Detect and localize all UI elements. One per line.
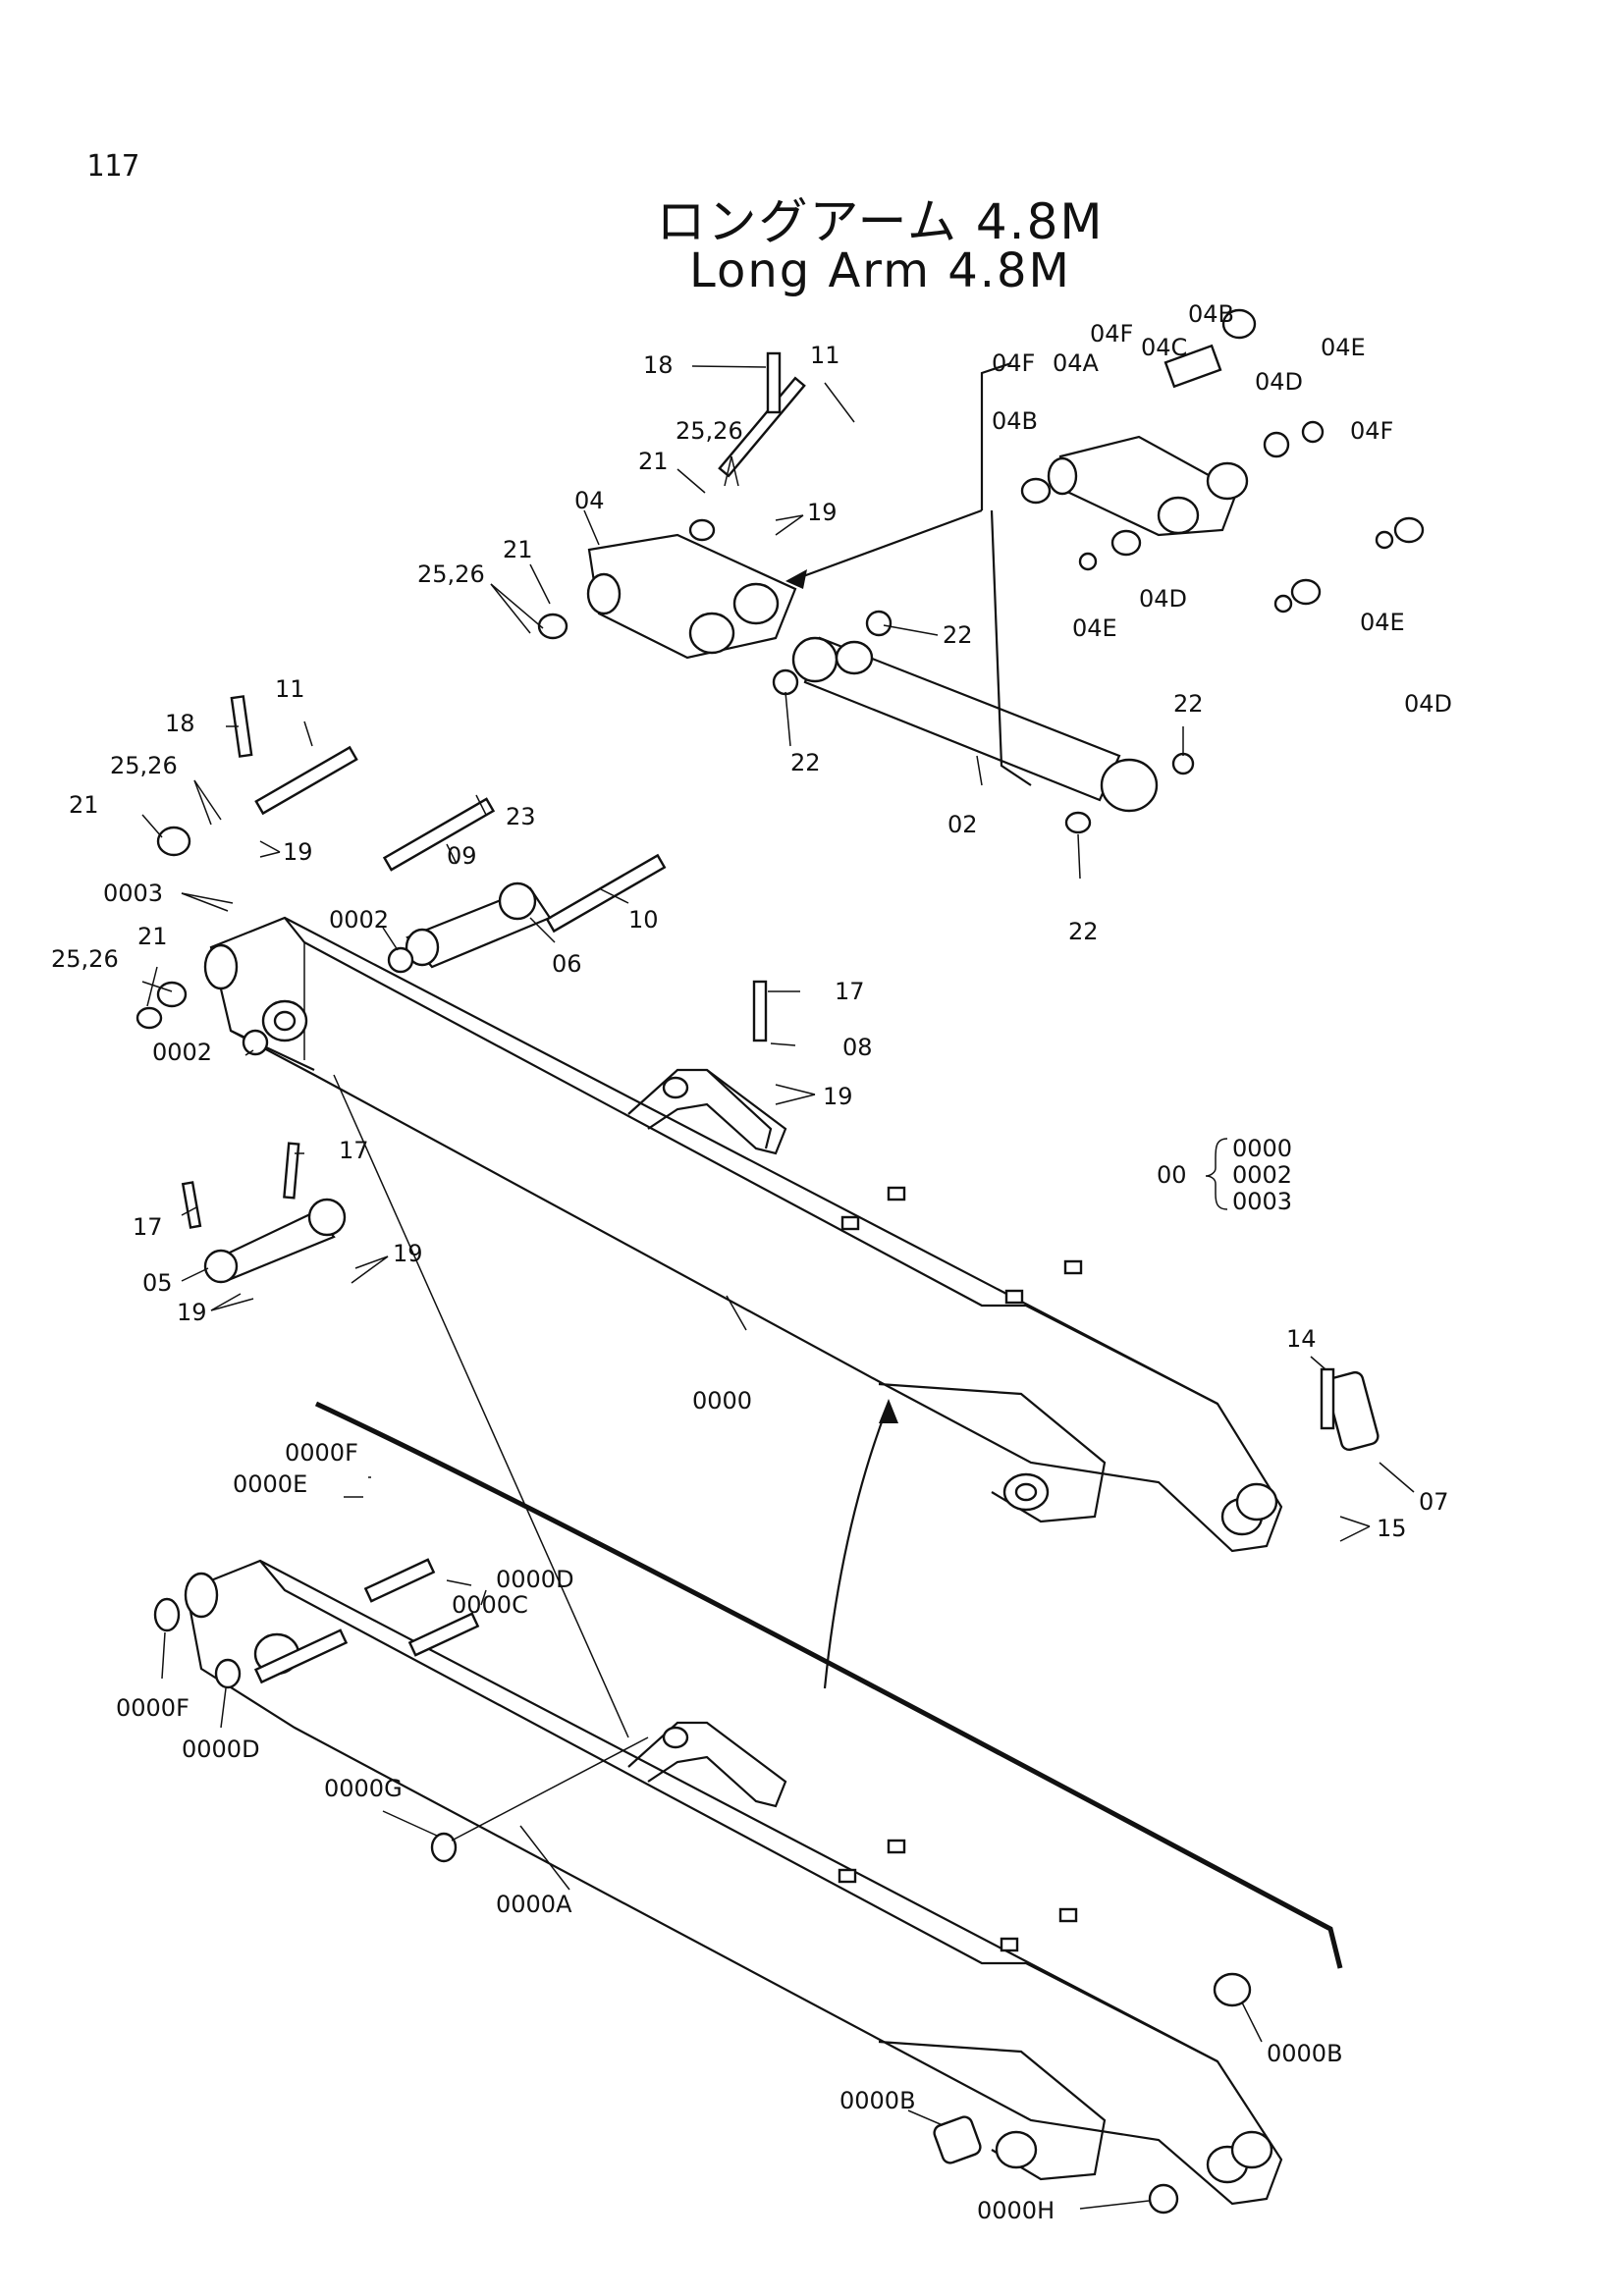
pins-drawing	[135, 351, 1380, 2215]
label-18: 18	[165, 710, 195, 737]
label-04D: 04D	[1139, 585, 1187, 613]
label-04B: 04B	[1188, 300, 1234, 328]
label-19: 19	[807, 499, 838, 526]
label-05: 05	[142, 1269, 173, 1297]
label-25-26: 25,26	[51, 945, 119, 973]
label-11: 11	[810, 342, 840, 369]
leader-lines	[141, 365, 1415, 2210]
label-18: 18	[643, 351, 674, 379]
label-0000F: 0000F	[285, 1439, 358, 1467]
label-04A: 04A	[1053, 349, 1100, 377]
legend-item: 0000	[1232, 1135, 1292, 1162]
label-0000D: 0000D	[182, 1735, 260, 1763]
label-21: 21	[69, 791, 99, 819]
label-23: 23	[506, 803, 536, 830]
label-04D: 04D	[1255, 368, 1303, 396]
label-14: 14	[1286, 1325, 1317, 1353]
label-0003: 0003	[103, 880, 163, 907]
label-0000B: 0000B	[1267, 2040, 1343, 2067]
legend-group-label: 00	[1157, 1161, 1187, 1189]
label-19: 19	[177, 1299, 207, 1326]
label-0000B: 0000B	[839, 2087, 916, 2114]
label-15: 15	[1377, 1515, 1407, 1542]
label-09: 09	[447, 842, 477, 870]
cylinder-02-drawing	[772, 610, 1195, 834]
label-22: 22	[1068, 918, 1099, 945]
label-17: 17	[835, 978, 865, 1005]
label-0000H: 0000H	[977, 2197, 1055, 2224]
label-08: 08	[842, 1034, 873, 1061]
part-labels: 18 11 25,26 21 19 04 21 25,26 04F 04A 04…	[51, 300, 1452, 2224]
link-04-drawing	[537, 308, 1425, 786]
label-10: 10	[628, 906, 659, 934]
label-04C: 04C	[1141, 334, 1187, 361]
title-english: Long Arm 4.8M	[689, 243, 1071, 298]
label-0002: 0002	[152, 1039, 212, 1066]
label-04E: 04E	[1360, 609, 1405, 636]
label-0000F: 0000F	[116, 1694, 189, 1722]
label-04F: 04F	[1350, 417, 1393, 445]
label-25-26: 25,26	[110, 752, 178, 779]
label-11: 11	[275, 675, 305, 703]
label-04E: 04E	[1321, 334, 1366, 361]
label-25-26: 25,26	[676, 417, 743, 445]
label-0000D: 0000D	[496, 1566, 574, 1593]
label-04F: 04F	[1090, 320, 1133, 347]
label-21: 21	[638, 448, 669, 475]
label-21: 21	[503, 536, 533, 563]
arm-0000-drawing	[203, 916, 1283, 1553]
label-04F: 04F	[992, 349, 1035, 377]
label-02: 02	[947, 811, 978, 838]
label-25-26: 25,26	[417, 561, 485, 588]
legend-item: 0002	[1232, 1161, 1292, 1189]
title-japanese: ロングアーム 4.8M	[656, 193, 1105, 250]
group-brace	[1205, 1138, 1228, 1210]
page-number: 117	[86, 149, 140, 184]
label-06: 06	[552, 950, 582, 978]
label-17: 17	[339, 1137, 369, 1164]
label-04B: 04B	[992, 407, 1038, 435]
label-22: 22	[1173, 690, 1204, 718]
label-04: 04	[574, 487, 605, 514]
label-07: 07	[1419, 1488, 1449, 1516]
label-19: 19	[283, 838, 313, 866]
label-0000: 0000	[692, 1387, 752, 1415]
label-19: 19	[823, 1083, 853, 1110]
label-22: 22	[790, 749, 821, 776]
label-22: 22	[943, 621, 973, 649]
arm-0000A-drawing	[184, 1399, 1343, 2206]
label-04E: 04E	[1072, 614, 1117, 642]
label-0000A: 0000A	[496, 1891, 572, 1918]
label-19: 19	[393, 1240, 423, 1267]
label-04D: 04D	[1404, 690, 1452, 718]
label-17: 17	[133, 1213, 163, 1241]
label-0000C: 0000C	[452, 1591, 528, 1619]
label-0000E: 0000E	[233, 1470, 307, 1498]
label-0002: 0002	[329, 906, 389, 934]
label-0000G: 0000G	[324, 1775, 403, 1802]
label-21: 21	[137, 923, 168, 950]
legend-item: 0003	[1232, 1188, 1292, 1215]
